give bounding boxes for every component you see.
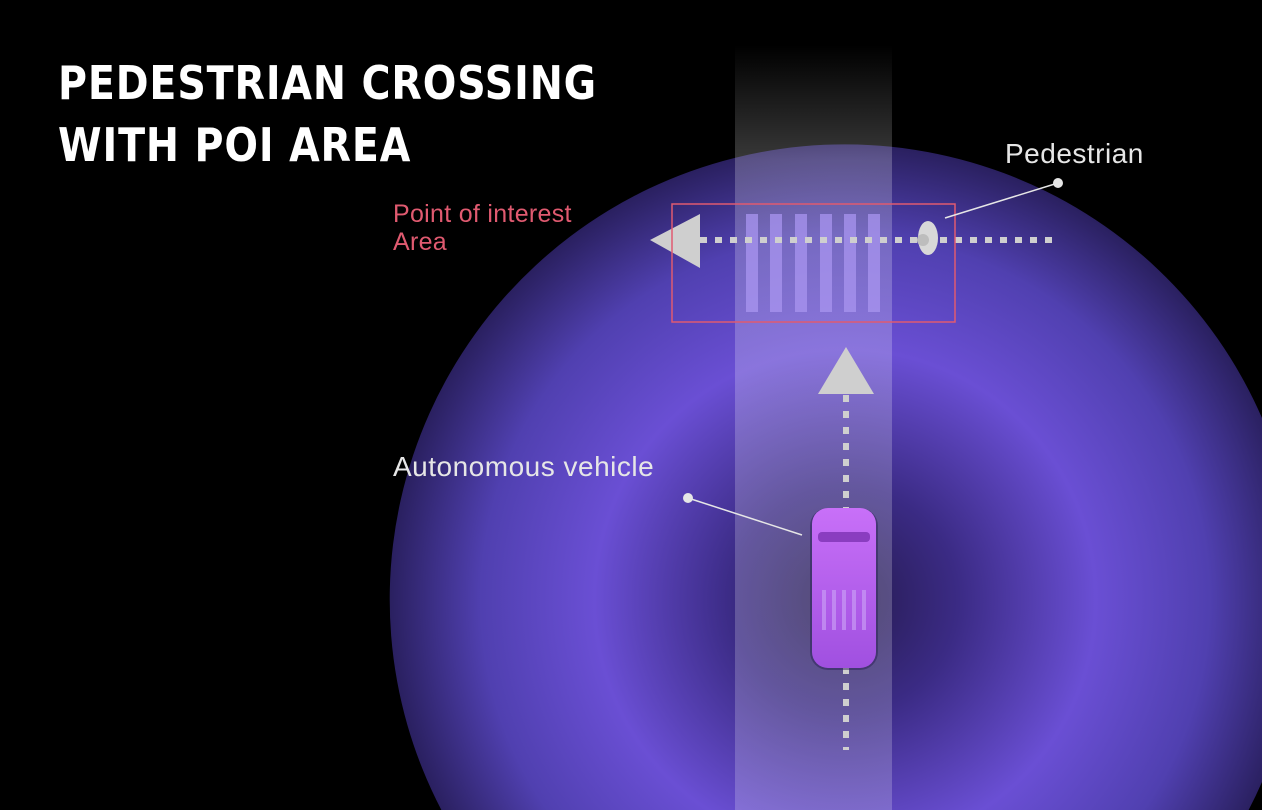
page-title: PEDESTRIAN CROSSING WITH POI AREA — [58, 52, 597, 176]
vehicle-leader-line — [687, 497, 803, 536]
arrow-left-icon — [650, 214, 700, 268]
poi-area-box — [671, 203, 956, 323]
pedestrian-label: Pedestrian — [1005, 138, 1144, 169]
pedestrian-leader-line — [944, 182, 1059, 219]
autonomous-vehicle-icon — [810, 508, 878, 670]
poi-area-label: Point of interest Area — [393, 200, 572, 256]
title-line-2: WITH POI AREA — [58, 118, 412, 172]
title-line-1: PEDESTRIAN CROSSING — [58, 56, 598, 110]
pedestrian-leader-dot — [1053, 178, 1063, 188]
vehicle-leader-dot — [683, 493, 693, 503]
vehicle-path-beam — [735, 45, 892, 810]
pedestrian-icon — [917, 221, 938, 255]
arrow-up-icon — [818, 347, 874, 394]
poi-label-line-2: Area — [393, 228, 448, 256]
poi-label-line-1: Point of interest — [393, 200, 572, 228]
vehicle-label: Autonomous vehicle — [393, 451, 655, 482]
